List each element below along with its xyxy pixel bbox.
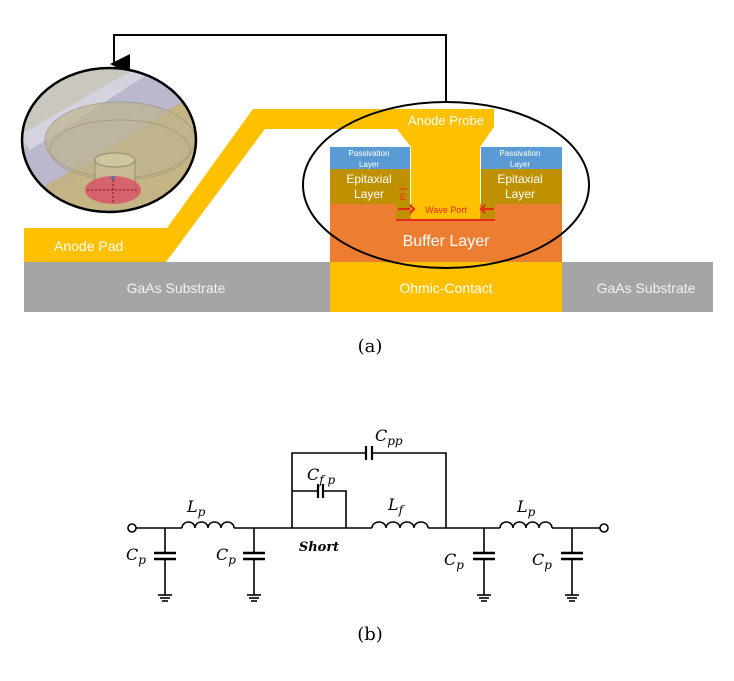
label-cpp: Cpp (375, 426, 403, 448)
passivation-right-label-1: Passivation (500, 149, 541, 158)
epitaxial-notch-left (396, 204, 410, 220)
inductor-lf (371, 521, 429, 529)
passivation-layer-right (481, 147, 562, 169)
port-terminal-right (599, 523, 609, 533)
gaas-substrate-left (24, 262, 330, 312)
buffer-layer-label: Buffer Layer (403, 233, 491, 250)
label-lp-left: Lp (186, 497, 206, 519)
e-field-label: E (400, 192, 406, 202)
label-lf: Lf (387, 495, 406, 517)
passivation-left-label-1: Passivation (349, 149, 390, 158)
ohmic-contact (330, 262, 562, 312)
capacitor-cp-3 (473, 528, 495, 602)
wave-port-label: Wave Port (425, 205, 467, 215)
3d-model-inset-border (20, 66, 198, 214)
label-cfp: Cf p (307, 465, 336, 487)
epitaxial-right-label-2: Layer (505, 187, 535, 201)
capacitor-cp-4 (561, 528, 583, 602)
passivation-right-label-2: Layer (510, 160, 530, 169)
epitaxial-right-label-1: Epitaxial (497, 172, 542, 186)
anode-probe-label: Anode Probe (408, 113, 484, 128)
capacitor-cp-1 (154, 528, 176, 602)
label-cp-3: Cp (444, 550, 464, 572)
wave-port-arrow-left (398, 204, 416, 214)
figure-b (127, 446, 609, 602)
label-short: Short (299, 540, 339, 555)
inductor-lp-left (181, 521, 235, 529)
label-lp-right: Lp (516, 497, 536, 519)
inductor-lp-right (499, 521, 553, 529)
connector-arrow (110, 34, 447, 102)
cpp-branch (291, 452, 366, 528)
caption-b: (b) (357, 624, 383, 645)
epitaxial-layer-left (330, 169, 410, 204)
label-cp-1: Cp (126, 545, 146, 567)
anode-pad-label: Anode Pad (54, 238, 123, 254)
wave-port-arrow-right (479, 204, 494, 214)
ohmic-contact-label: Ohmic-Contact (399, 280, 492, 296)
caption-a: (a) (358, 336, 383, 357)
epitaxial-left-label-1: Epitaxial (346, 172, 391, 186)
gaas-substrate-right (562, 262, 713, 312)
label-cp-4: Cp (532, 550, 552, 572)
anode-pad (24, 109, 494, 262)
passivation-left-label-2: Layer (359, 160, 379, 169)
substrate-left-label: GaAs Substrate (127, 280, 226, 296)
label-cp-2: Cp (216, 545, 236, 567)
circuit-labels: Cpp Cf p Lp Lf Lp Cp Cp Cp Cp Short (b) (126, 426, 552, 645)
capacitor-cp-2 (243, 528, 265, 602)
passivation-layer-left (330, 147, 410, 169)
substrate-right-label: GaAs Substrate (597, 280, 696, 296)
epitaxial-left-label-2: Layer (354, 187, 384, 201)
figure-a: Anode Pad Anode Probe GaAs Substrate Ohm… (20, 34, 713, 357)
3d-model-inset (22, 68, 196, 212)
epitaxial-layer-right (481, 169, 562, 204)
port-terminal-left (127, 523, 137, 533)
